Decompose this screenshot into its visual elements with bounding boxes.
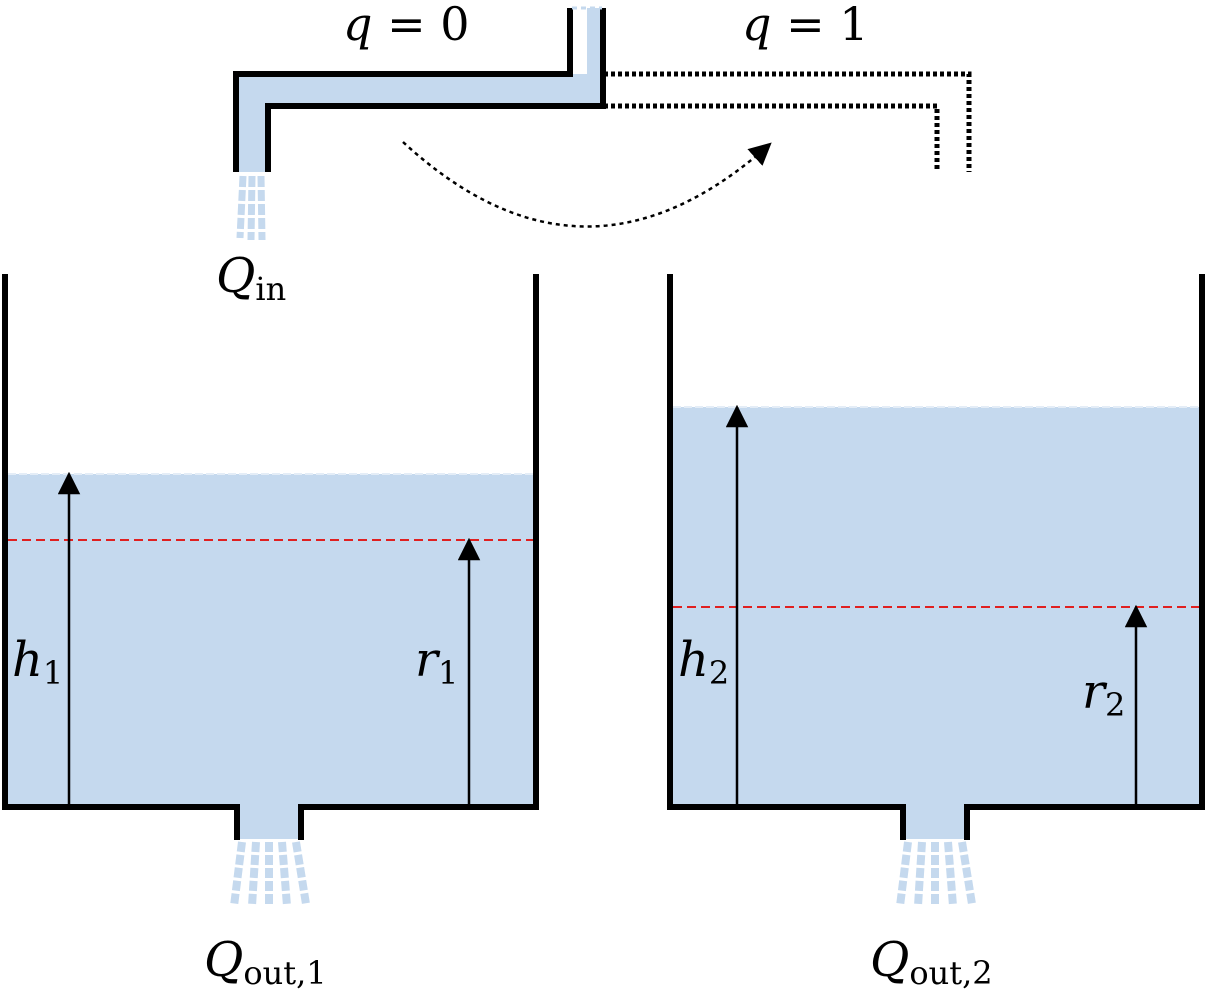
label-h2: h2 [678, 632, 729, 692]
pipe-dotted-inner [604, 103, 940, 172]
switch-arrow [402, 141, 772, 228]
label-r1: r1 [415, 632, 458, 692]
tank-1-water [6, 474, 535, 807]
outlet-1-stream [230, 841, 310, 907]
tank-2-outlet-water [903, 807, 967, 839]
label-r2: r2 [1082, 664, 1125, 724]
pipe-inner-wall [265, 8, 606, 172]
label-qout2: Qout,2 [870, 932, 993, 992]
label-q0: q = 0 [343, 0, 470, 51]
outlet-2-stream [896, 841, 976, 907]
pipe-outer-wall [233, 8, 573, 172]
label-h1: h1 [12, 632, 63, 692]
pipe-water [236, 8, 602, 172]
label-qin: Qin [216, 248, 286, 308]
tank-1-outlet-water [237, 807, 301, 839]
tank-1-walls [2, 274, 539, 840]
tank-1 [2, 274, 539, 907]
label-q1: q = 1 [742, 0, 869, 51]
tank-2 [667, 274, 1205, 907]
inlet-stream [236, 175, 266, 241]
tank-2-walls [667, 274, 1205, 840]
pipe-dotted-outer [604, 71, 972, 172]
label-qout1: Qout,1 [204, 932, 327, 992]
inlet-pipe-q0 [233, 6, 606, 172]
inlet-pipe-q1 [604, 71, 972, 172]
